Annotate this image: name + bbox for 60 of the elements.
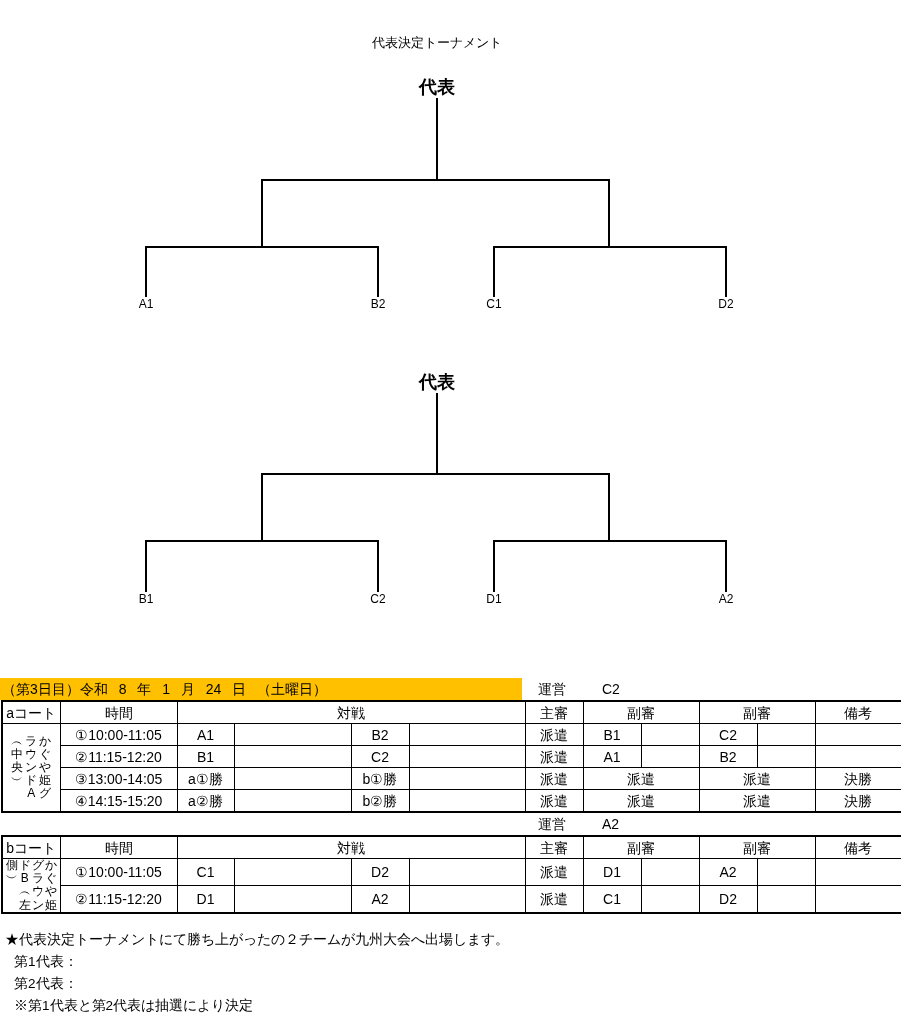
team-name: a①勝	[177, 767, 234, 790]
referee-assignment: 派遣	[525, 858, 583, 886]
note-text: 第1代表：	[14, 953, 78, 971]
team-name: D2	[351, 858, 409, 886]
team-name: b①勝	[351, 767, 409, 790]
team-name: C1	[177, 858, 234, 886]
referee-team: C2	[699, 723, 757, 746]
diagram-title: 代表決定トーナメント	[372, 34, 502, 51]
referee-team: B2	[699, 745, 757, 768]
referee-team: A1	[583, 745, 641, 768]
team-label: A2	[718, 592, 734, 606]
column-header: 時間	[60, 701, 177, 724]
team-label: D2	[718, 297, 734, 311]
team-label: A1	[138, 297, 154, 311]
referee-assignment: 派遣	[699, 767, 815, 790]
match-time: ②11:15-12:20	[60, 745, 177, 768]
referee-assignment: 派遣	[583, 767, 699, 790]
column-header: 副審	[699, 836, 815, 859]
note-text: 第2代表：	[14, 975, 78, 993]
match-time: ①10:00-11:05	[60, 723, 177, 746]
note-text: ※第1代表と第2代表は抽選により決定	[14, 997, 254, 1015]
referee-assignment: 派遣	[525, 723, 583, 746]
operator-label: 運営	[538, 815, 566, 834]
court-name: かぐや姫グラウンドA︵中央︶	[11, 734, 52, 801]
column-header: 対戦	[177, 836, 525, 859]
bracket-line	[436, 97, 727, 298]
referee-team: A2	[699, 858, 757, 886]
note-text: ★代表決定トーナメントにて勝ち上がったの２チームが九州大会へ出場します。	[5, 931, 509, 949]
team-label: B1	[138, 592, 154, 606]
column-header: 対戦	[177, 701, 525, 724]
court-header: bコート	[2, 836, 60, 859]
match-time: ①10:00-11:05	[60, 858, 177, 886]
bracket-line	[436, 392, 727, 593]
team-name: A1	[177, 723, 234, 746]
referee-assignment: 派遣	[525, 745, 583, 768]
referee-team: D1	[583, 858, 641, 886]
court-name: かぐや姫グラウンドB︵左側︶	[5, 859, 57, 912]
bracket-top-label: 代表	[419, 372, 455, 393]
operator-team: A2	[602, 815, 620, 834]
operator-team: C2	[602, 680, 620, 699]
column-header: 副審	[583, 701, 699, 724]
team-name: C2	[351, 745, 409, 768]
column-header: 主審	[525, 836, 583, 859]
team-label: C2	[370, 592, 386, 606]
date-banner: （第3日目）令和 8 年 1 月 24 日 （土曜日）	[0, 678, 522, 700]
referee-team: B1	[583, 723, 641, 746]
column-header: 主審	[525, 701, 583, 724]
team-label: C1	[486, 297, 502, 311]
team-label: D1	[486, 592, 502, 606]
column-header: 副審	[699, 701, 815, 724]
team-name: B2	[351, 723, 409, 746]
team-label: B2	[370, 297, 386, 311]
referee-assignment: 派遣	[525, 767, 583, 790]
column-header: 時間	[60, 836, 177, 859]
bracket-top-label: 代表	[419, 77, 455, 98]
match-time: ③13:00-14:05	[60, 767, 177, 790]
column-header: 副審	[583, 836, 699, 859]
operator-label: 運営	[538, 680, 566, 699]
court-header: aコート	[2, 701, 60, 724]
team-name: B1	[177, 745, 234, 768]
